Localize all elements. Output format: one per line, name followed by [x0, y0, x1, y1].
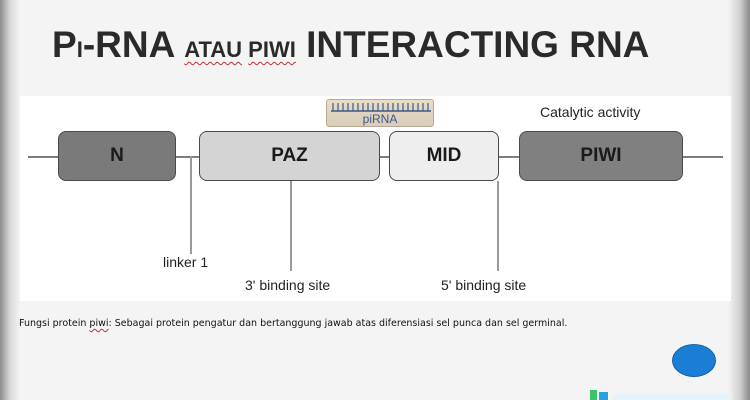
domain-piwi: PIWI: [519, 131, 683, 181]
domain-mid: MID: [389, 131, 499, 181]
slide-title: PI-RNA ATAU PIWI INTERACTING RNA: [52, 26, 649, 63]
piwi-domain-diagram: N PAZ MID PIWI piRNA Catalytic activity …: [20, 96, 731, 301]
footnote-part: piwi: [89, 318, 109, 329]
title-part: -RNA: [82, 24, 185, 65]
domain-paz: PAZ: [199, 131, 380, 181]
footnote-part: Fungsi protein: [19, 318, 90, 329]
footnote-text: Fungsi protein piwi: Sebagai protein pen…: [19, 318, 567, 329]
title-part: INTERACTING RNA: [295, 24, 650, 65]
nav-circle-button[interactable]: [672, 344, 716, 377]
pirna-strand-icon: piRNA: [326, 99, 434, 127]
catalytic-activity-label: Catalytic activity: [540, 104, 641, 120]
linker-connector-line: [190, 156, 192, 254]
title-part: ATAU: [184, 37, 243, 62]
rna-strand-icon: [331, 103, 431, 112]
title-part: P: [52, 24, 77, 65]
three-prime-connector-line: [290, 181, 292, 271]
title-part: I: [76, 37, 83, 62]
pirna-label: piRNA: [362, 112, 398, 126]
five-prime-binding-site-label: 5' binding site: [441, 277, 527, 293]
five-prime-connector-line: [497, 181, 499, 271]
title-part: PIWI: [248, 37, 296, 62]
linker-label: linker 1: [163, 254, 209, 270]
three-prime-binding-site-label: 3' binding site: [245, 277, 331, 293]
footnote-part: : Sebagai protein pengatur dan bertanggu…: [108, 318, 568, 329]
domain-n: N: [58, 131, 176, 181]
corner-logo-icon: [590, 390, 732, 400]
